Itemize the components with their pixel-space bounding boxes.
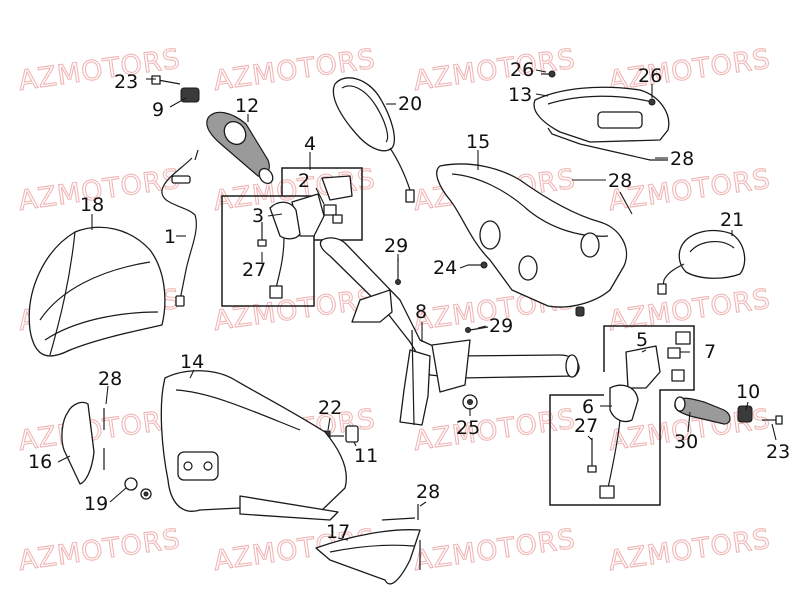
callout-22: 22 <box>318 397 342 419</box>
callout-28: 28 <box>98 368 122 390</box>
leader-lines <box>57 69 777 541</box>
watermark-text: AZMOTORS <box>17 524 183 577</box>
callout-3: 3 <box>252 205 264 227</box>
callout-9: 9 <box>152 99 164 121</box>
callout-28: 28 <box>416 481 440 503</box>
callout-7: 7 <box>704 341 716 363</box>
callout-13: 13 <box>508 84 532 106</box>
callout-17: 17 <box>326 521 350 543</box>
callout-numbers: 23 9 12 1 18 20 15 26 26 13 28 28 21 4 2… <box>28 59 790 543</box>
part-left-switch-group <box>221 167 363 307</box>
part-left-grip-assembly <box>151 75 274 185</box>
callout-27: 27 <box>242 259 266 281</box>
watermark-text: AZMOTORS <box>607 284 773 337</box>
callout-15: 15 <box>466 131 490 153</box>
callout-10: 10 <box>736 381 760 403</box>
callout-14: 14 <box>180 351 204 373</box>
part-throttle-cable <box>161 149 199 307</box>
callout-24: 24 <box>433 257 457 279</box>
callout-26: 26 <box>638 65 662 87</box>
callout-28: 28 <box>670 148 694 170</box>
callout-2: 2 <box>298 170 310 192</box>
watermark-text: AZMOTORS <box>412 44 578 97</box>
callout-5: 5 <box>636 329 648 351</box>
watermark-text: AZMOTORS <box>17 404 183 457</box>
callout-25: 25 <box>456 417 480 439</box>
part-right-mirror <box>657 229 746 295</box>
callout-30: 30 <box>674 431 698 453</box>
callout-20: 20 <box>398 93 422 115</box>
callout-21: 21 <box>720 209 744 231</box>
callout-1: 1 <box>164 226 176 248</box>
part-side-cover <box>61 401 105 485</box>
part-front-handlebar-cover <box>160 370 347 521</box>
callout-27: 27 <box>574 415 598 437</box>
callout-26: 26 <box>510 59 534 81</box>
part-lower-cover <box>315 504 421 585</box>
callout-29: 29 <box>489 315 513 337</box>
part-rear-handlebar-cover <box>436 163 628 317</box>
callout-6: 6 <box>582 396 594 418</box>
part-grommet <box>124 477 152 500</box>
callout-8: 8 <box>415 301 427 323</box>
callout-23: 23 <box>114 71 138 93</box>
part-instrument-cluster <box>533 70 670 161</box>
watermark-text: AZMOTORS <box>17 44 183 97</box>
part-left-mirror <box>332 77 415 203</box>
callout-29: 29 <box>384 235 408 257</box>
callout-19: 19 <box>84 493 108 515</box>
watermark-text: AZMOTORS <box>607 524 773 577</box>
watermark-text: AZMOTORS <box>412 404 578 457</box>
callout-23: 23 <box>766 441 790 463</box>
callout-16: 16 <box>28 451 52 473</box>
watermark-text: AZMOTORS <box>212 284 378 337</box>
callout-4: 4 <box>304 133 316 155</box>
callout-18: 18 <box>80 194 104 216</box>
part-screw-24 <box>468 261 488 269</box>
part-right-switch-group <box>549 325 695 506</box>
part-windscreen <box>28 226 166 357</box>
part-right-grip-assembly <box>674 396 783 425</box>
part-handlebar <box>319 237 580 426</box>
callout-11: 11 <box>354 445 378 467</box>
part-screw-29 <box>395 258 489 333</box>
callout-12: 12 <box>235 95 259 117</box>
part-nut-25 <box>462 394 478 410</box>
callout-28: 28 <box>608 170 632 192</box>
watermark-text: AZMOTORS <box>412 524 578 577</box>
